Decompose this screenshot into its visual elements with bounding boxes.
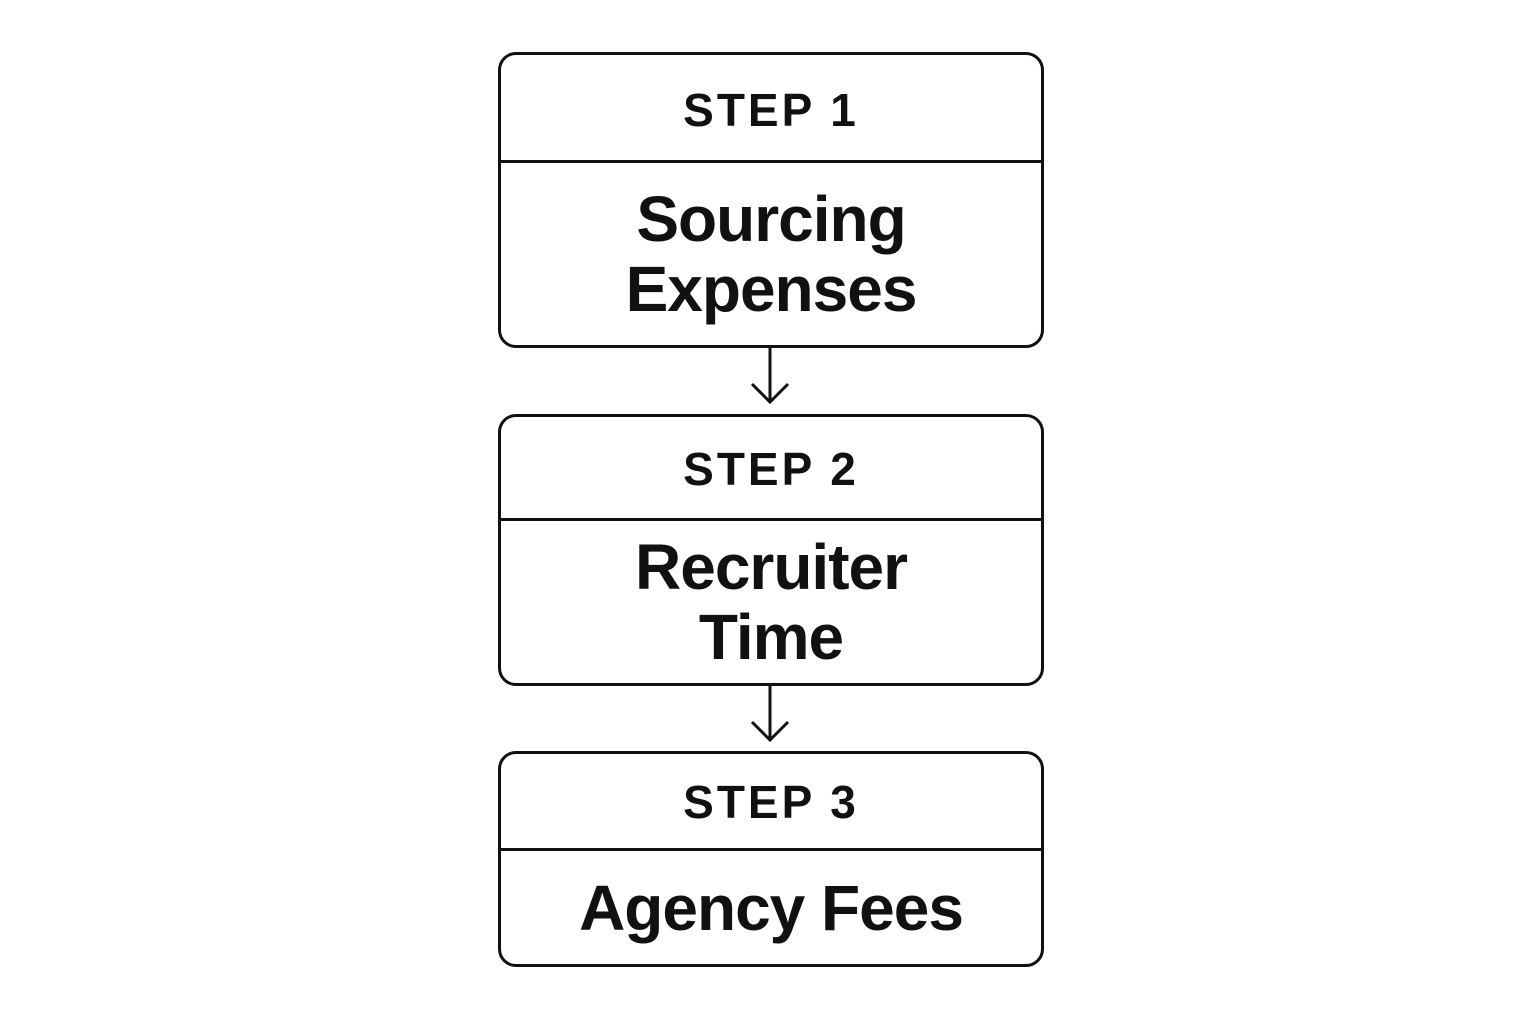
step-2-label: STEP 2 [501, 417, 1041, 521]
step-2-title-line-1: Recruiter [635, 531, 908, 603]
step-1-box: STEP 1 Sourcing Expenses [498, 52, 1044, 348]
step-1-title: Sourcing Expenses [501, 163, 1041, 345]
step-3-box: STEP 3 Agency Fees [498, 751, 1044, 967]
step-1-title-line-1: Sourcing [636, 183, 906, 255]
step-3-label: STEP 3 [501, 754, 1041, 851]
step-1-title-line-2: Expenses [625, 253, 918, 325]
step-2-title-line-2: Time [698, 601, 844, 673]
arrow-down-icon [750, 346, 790, 405]
arrow-down-icon [750, 684, 790, 743]
step-3-title-line-1: Agency Fees [579, 871, 964, 944]
step-2-box: STEP 2 Recruiter Time [498, 414, 1044, 686]
step-3-title: Agency Fees [501, 851, 1041, 964]
step-1-label: STEP 1 [501, 55, 1041, 163]
step-2-title: Recruiter Time [501, 521, 1041, 683]
